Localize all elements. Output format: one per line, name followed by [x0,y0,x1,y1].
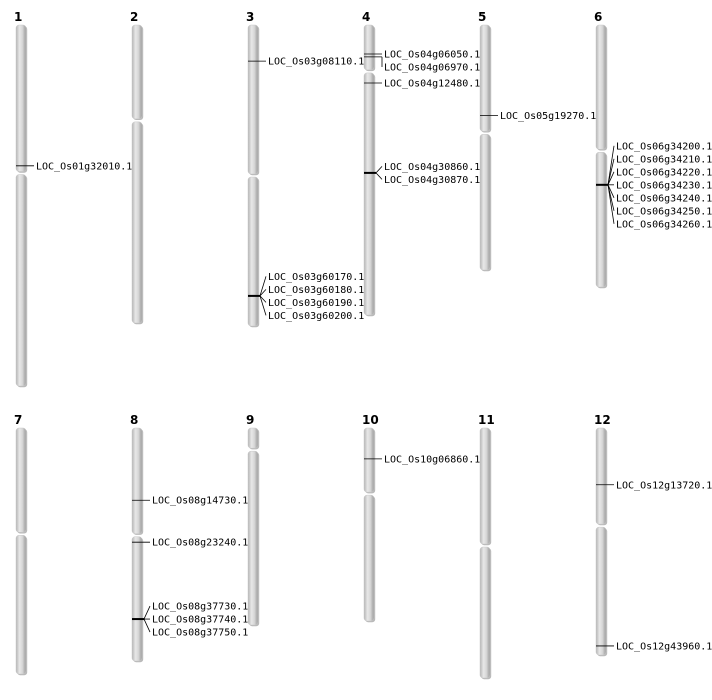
chromosome-long-arm [479,546,491,679]
chromosome-short-arm [15,427,27,533]
chromosome-short-arm [595,427,607,525]
gene-label: LOC_Os04g06050.1 [384,50,480,61]
chromosome-long-arm [595,526,607,656]
chromosome-4: 4LOC_Os04g06050.1LOC_Os04g06970.1LOC_Os0… [362,10,480,317]
chromosome-short-arm [131,427,143,534]
gene-label: LOC_Os12g13720.1 [616,480,712,491]
chromosome-number: 6 [594,10,602,24]
chromosome-long-arm [247,450,259,626]
chromosome-short-arm [247,24,259,175]
gene-label: LOC_Os04g06970.1 [384,63,480,74]
chromosome-number: 9 [246,413,254,427]
gene-label: LOC_Os03g60180.1 [268,285,364,296]
chromosome-number: 10 [362,413,379,427]
chromosome-short-arm [479,427,491,545]
gene-label: LOC_Os03g60170.1 [268,272,364,283]
chromosome-number: 3 [246,10,254,24]
gene-connector-line [607,171,615,185]
chromosome-number: 7 [14,413,22,427]
chromosome-short-arm [15,24,27,172]
chromosome-3: 3LOC_Os03g08110.1LOC_Os03g60170.1LOC_Os0… [246,10,364,328]
gene-label: LOC_Os03g60190.1 [268,298,364,309]
chromosome-short-arm [363,427,375,493]
chromosome-long-arm [15,174,27,387]
gene-label: LOC_Os03g08110.1 [268,57,364,68]
gene-connector-line [259,295,267,303]
chromosome-long-arm [131,536,143,662]
chromosome-long-arm [363,72,375,316]
gene-connector-line [143,618,151,633]
gene-connector-line [143,605,151,620]
chromosome-long-arm [479,134,491,271]
chromosome-long-arm [247,176,259,327]
chromosome-long-arm [363,494,375,622]
gene-connector-line [607,145,615,185]
chromosome-number: 8 [130,413,138,427]
chromosome-number: 2 [130,10,138,24]
gene-label: LOC_Os04g12480.1 [384,79,480,90]
chromosome-long-arm [131,121,143,324]
gene-connector-line [607,158,615,185]
gene-label: LOC_Os06g34260.1 [616,219,712,230]
gene-label: LOC_Os08g37730.1 [152,602,248,613]
gene-label: LOC_Os06g34240.1 [616,193,712,204]
gene-label: LOC_Os08g37740.1 [152,615,248,626]
chromosome-number: 11 [478,413,495,427]
gene-label: LOC_Os08g14730.1 [152,496,248,507]
gene-label: LOC_Os06g34250.1 [616,206,712,217]
chromosome-9: 9 [246,413,260,627]
gene-label: LOC_Os06g34200.1 [616,141,712,152]
gene-label: LOC_Os08g23240.1 [152,538,248,549]
chromosome-2: 2 [130,10,144,325]
gene-label: LOC_Os04g30870.1 [384,175,480,186]
gene-label: LOC_Os06g34220.1 [616,167,712,178]
gene-label: LOC_Os03g60200.1 [268,311,364,322]
gene-label: LOC_Os04g30860.1 [384,162,480,173]
chromosome-11: 11 [478,413,495,680]
chromosome-7: 7 [14,413,28,676]
gene-label: LOC_Os08g37750.1 [152,628,248,639]
gene-label: LOC_Os06g34230.1 [616,180,712,191]
chromosome-short-arm [247,427,259,449]
chromosome-number: 4 [362,10,370,24]
gene-label: LOC_Os10g06860.1 [384,454,480,465]
gene-connector-line [607,184,615,198]
gene-connector-line [375,172,383,180]
chromosome-long-arm [15,535,27,675]
chromosome-short-arm [595,24,607,150]
gene-label: LOC_Os05g19270.1 [500,111,596,122]
chromosome-short-arm [479,24,491,132]
chromosome-8: 8LOC_Os08g14730.1LOC_Os08g23240.1LOC_Os0… [130,413,248,663]
gene-label: LOC_Os06g34210.1 [616,154,712,165]
chromosome-long-arm [595,152,607,288]
gene-connector-line [259,276,267,297]
gene-connector-line [259,295,267,316]
chromosome-6: 6LOC_Os06g34200.1LOC_Os06g34210.1LOC_Os0… [594,10,712,289]
gene-connector-line [607,184,615,224]
gene-label: LOC_Os01g32010.1 [36,161,132,172]
chromosome-short-arm [363,24,375,71]
gene-connector-line [375,166,383,174]
chromosome-short-arm [131,24,143,120]
gene-connector-line [259,289,267,297]
gene-label: LOC_Os12g43960.1 [616,641,712,652]
chromosome-number: 12 [594,413,611,427]
chromosome-number: 1 [14,10,22,24]
chromosome-number: 5 [478,10,486,24]
